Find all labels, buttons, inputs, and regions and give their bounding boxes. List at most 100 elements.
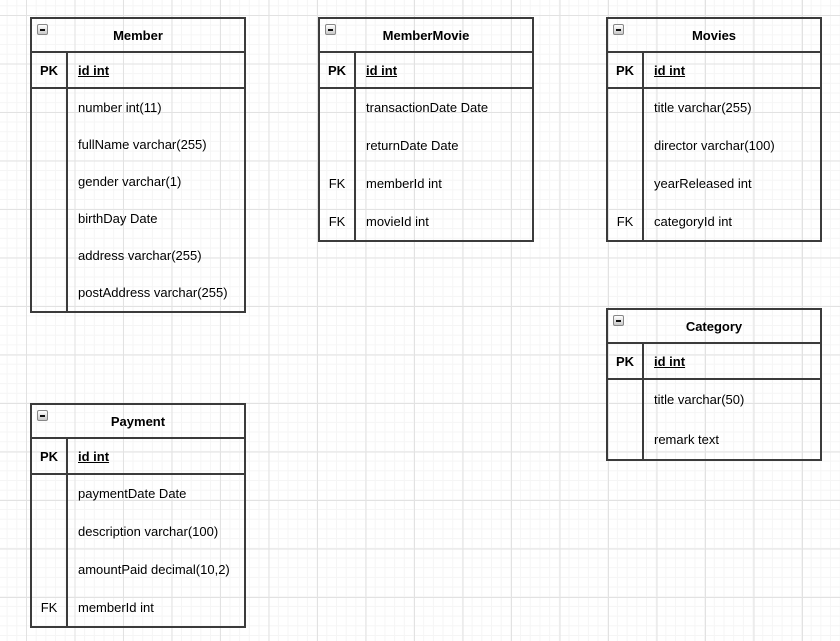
field-cell: memberId int bbox=[366, 175, 442, 191]
table-title: MemberMovie bbox=[382, 27, 470, 43]
key-cell bbox=[32, 512, 68, 551]
field-cell: title varchar(255) bbox=[654, 100, 752, 116]
attribute-row[interactable]: FK movieId int bbox=[320, 202, 532, 240]
key-cell: PK bbox=[32, 439, 68, 473]
key-cell bbox=[32, 126, 68, 163]
attribute-row[interactable]: FK categoryId int bbox=[608, 202, 820, 240]
collapse-minus-icon[interactable] bbox=[613, 315, 624, 326]
field-cell: movieId int bbox=[366, 213, 429, 229]
pk-row[interactable]: PK id int bbox=[608, 53, 820, 89]
pk-row[interactable]: PK id int bbox=[320, 53, 532, 89]
table-member-header[interactable]: Member bbox=[32, 19, 244, 53]
key-cell bbox=[608, 89, 644, 127]
attribute-row[interactable]: yearReleased int bbox=[608, 164, 820, 203]
field-cell: title varchar(50) bbox=[654, 392, 745, 408]
field-cell: id int bbox=[654, 62, 686, 78]
table-member[interactable]: Member PK id int number int(11) fullName… bbox=[30, 17, 246, 313]
attribute-row[interactable]: fullName varchar(255) bbox=[32, 126, 244, 163]
attribute-row[interactable]: FK memberId int bbox=[320, 164, 532, 203]
table-body: paymentDate Date description varchar(100… bbox=[32, 475, 244, 626]
key-cell: FK bbox=[32, 588, 68, 626]
pk-row[interactable]: PK id int bbox=[608, 344, 820, 380]
table-title: Category bbox=[685, 318, 743, 334]
attribute-row[interactable]: postAddress varchar(255) bbox=[32, 274, 244, 311]
table-membermovie[interactable]: MemberMovie PK id int transactionDate Da… bbox=[318, 17, 534, 242]
key-cell bbox=[320, 126, 356, 165]
table-movies-header[interactable]: Movies bbox=[608, 19, 820, 53]
collapse-minus-icon[interactable] bbox=[325, 24, 336, 35]
attribute-row[interactable]: number int(11) bbox=[32, 89, 244, 126]
field-cell: id int bbox=[366, 62, 398, 78]
pk-row[interactable]: PK id int bbox=[32, 439, 244, 475]
attribute-row[interactable]: birthDay Date bbox=[32, 200, 244, 237]
attribute-row[interactable]: FK memberId int bbox=[32, 588, 244, 626]
key-cell bbox=[608, 126, 644, 165]
table-body: number int(11) fullName varchar(255) gen… bbox=[32, 89, 244, 311]
key-cell bbox=[32, 274, 68, 311]
field-cell: memberId int bbox=[78, 599, 154, 615]
field-cell: remark text bbox=[654, 431, 720, 447]
table-payment-header[interactable]: Payment bbox=[32, 405, 244, 439]
attribute-row[interactable]: description varchar(100) bbox=[32, 512, 244, 551]
attribute-row[interactable]: address varchar(255) bbox=[32, 237, 244, 274]
attribute-row[interactable]: gender varchar(1) bbox=[32, 163, 244, 200]
attribute-row[interactable]: returnDate Date bbox=[320, 126, 532, 165]
key-cell: PK bbox=[608, 344, 644, 378]
table-payment[interactable]: Payment PK id int paymentDate Date descr… bbox=[30, 403, 246, 628]
table-title: Member bbox=[113, 27, 163, 43]
field-cell: id int bbox=[78, 448, 110, 464]
table-membermovie-header[interactable]: MemberMovie bbox=[320, 19, 532, 53]
table-body: title varchar(50) remark text bbox=[608, 380, 820, 459]
pk-row[interactable]: PK id int bbox=[32, 53, 244, 89]
field-cell: categoryId int bbox=[654, 213, 733, 229]
attribute-row[interactable]: paymentDate Date bbox=[32, 475, 244, 513]
field-cell: number int(11) bbox=[78, 100, 162, 115]
field-cell: description varchar(100) bbox=[78, 524, 219, 540]
key-cell: PK bbox=[320, 53, 356, 87]
collapse-minus-icon[interactable] bbox=[37, 24, 48, 35]
key-cell: PK bbox=[608, 53, 644, 87]
key-cell: PK bbox=[32, 53, 68, 87]
field-cell: address varchar(255) bbox=[78, 248, 202, 263]
attribute-row[interactable]: title varchar(255) bbox=[608, 89, 820, 127]
attribute-row[interactable]: title varchar(50) bbox=[608, 380, 820, 420]
table-title: Payment bbox=[110, 413, 166, 429]
key-cell: FK bbox=[320, 202, 356, 240]
key-cell: FK bbox=[320, 164, 356, 203]
attribute-row[interactable]: director varchar(100) bbox=[608, 126, 820, 165]
key-cell bbox=[32, 475, 68, 513]
attribute-row[interactable]: remark text bbox=[608, 419, 820, 459]
table-body: title varchar(255) director varchar(100)… bbox=[608, 89, 820, 240]
table-title: Movies bbox=[691, 27, 737, 43]
key-cell bbox=[32, 550, 68, 589]
field-cell: amountPaid decimal(10,2) bbox=[78, 561, 230, 577]
field-cell: postAddress varchar(255) bbox=[78, 285, 228, 300]
key-cell bbox=[32, 89, 68, 126]
key-cell: FK bbox=[608, 202, 644, 240]
table-movies[interactable]: Movies PK id int title varchar(255) dire… bbox=[606, 17, 822, 242]
attribute-row[interactable]: transactionDate Date bbox=[320, 89, 532, 127]
collapse-minus-icon[interactable] bbox=[613, 24, 624, 35]
key-cell bbox=[608, 419, 644, 459]
key-cell bbox=[608, 164, 644, 203]
field-cell: id int bbox=[78, 62, 110, 78]
field-cell: transactionDate Date bbox=[366, 100, 489, 116]
table-body: transactionDate Date returnDate Date FK … bbox=[320, 89, 532, 240]
table-category[interactable]: Category PK id int title varchar(50) rem… bbox=[606, 308, 822, 461]
field-cell: yearReleased int bbox=[654, 175, 752, 191]
attribute-row[interactable]: amountPaid decimal(10,2) bbox=[32, 550, 244, 589]
table-category-header[interactable]: Category bbox=[608, 310, 820, 344]
field-cell: director varchar(100) bbox=[654, 138, 775, 154]
key-cell bbox=[32, 237, 68, 274]
collapse-minus-icon[interactable] bbox=[37, 410, 48, 421]
key-cell bbox=[32, 163, 68, 200]
field-cell: paymentDate Date bbox=[78, 486, 187, 502]
key-cell bbox=[32, 200, 68, 237]
field-cell: gender varchar(1) bbox=[78, 174, 182, 189]
field-cell: fullName varchar(255) bbox=[78, 137, 207, 152]
field-cell: returnDate Date bbox=[366, 138, 459, 154]
key-cell bbox=[608, 380, 644, 420]
field-cell: id int bbox=[654, 353, 686, 369]
key-cell bbox=[320, 89, 356, 127]
